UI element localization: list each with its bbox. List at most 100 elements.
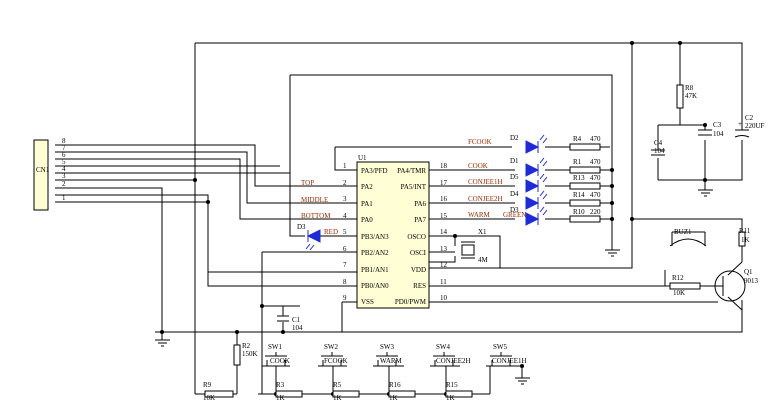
ic-pin-num: 16 — [440, 195, 448, 203]
switch-ref: SW2 — [324, 343, 339, 351]
ic-pin-num: 6 — [343, 245, 347, 253]
ic-pin-name: PA7 — [414, 216, 426, 224]
led-d5: D5 — [510, 173, 548, 193]
resistor-ref: R4 — [573, 135, 582, 143]
ic-pin-num: 18 — [440, 162, 448, 170]
connector-pin-4: 4 — [62, 165, 66, 173]
net-label-top: TOP — [301, 179, 314, 187]
c4-value: 104 — [654, 147, 665, 155]
connector-pin-1: 1 — [62, 194, 66, 202]
ic-pin-num: 13 — [440, 245, 448, 253]
led-array: D2 D1 D5 D4 D3 D3 — [297, 134, 548, 251]
led-ref: D4 — [510, 190, 519, 198]
buzzer-ref: BUZ1 — [674, 228, 692, 236]
resistor-value: 470 — [590, 191, 601, 199]
led-d1: D1 — [510, 157, 548, 177]
led-d4: D4 — [510, 190, 548, 210]
r8-value: 47K — [685, 92, 697, 100]
resistor-value: 470 — [590, 158, 601, 166]
switch-sw4: SW4 CONJEE2H — [433, 343, 471, 366]
c2-value: 220UF — [745, 122, 765, 130]
switch-ref: SW1 — [268, 343, 283, 351]
resistor-value: 470 — [590, 174, 601, 182]
ic-pin-name: PA3/PFD — [361, 167, 388, 175]
ic-pin-name: PB1/AN1 — [361, 266, 389, 274]
power-components: R8 47K C3 104 C4 104 + C2 220UF — [651, 84, 765, 156]
q1-value: 9013 — [744, 277, 759, 285]
connector-pin-2: 2 — [62, 180, 66, 188]
switch-resistor-value: 1K — [446, 394, 455, 402]
ic-pin-num: 14 — [440, 228, 448, 236]
switch-ref: SW4 — [436, 343, 451, 351]
connector-pin-numbers: 8 7 6 5 4 3 2 1 — [62, 137, 66, 202]
ic-ref: U1 — [358, 154, 367, 162]
ic-pin-num: 8 — [343, 278, 347, 286]
connector-pin-3: 3 — [62, 172, 66, 180]
ic-pin-num: 7 — [343, 261, 347, 269]
net-label-conjee2h: CONJEE2H — [468, 195, 503, 203]
net-label-green: GREEN — [503, 211, 526, 219]
r9-ref: R9 — [203, 381, 212, 389]
ic-pin-num: 9 — [343, 294, 347, 302]
led-ref: D3 — [297, 223, 306, 231]
ic-pin-name: PB3/AN3 — [361, 233, 389, 241]
switch-label: COOK — [270, 357, 290, 365]
c1-ref: C1 — [292, 316, 301, 324]
r11-ref: R11 — [739, 227, 751, 235]
resistor-ref: R1 — [573, 158, 582, 166]
ic-pin-name: OSCO — [407, 233, 426, 241]
switch-label: CONJEE2H — [436, 357, 471, 365]
net-label-conjee1h: CONJEE1H — [468, 178, 503, 186]
c2-ref: C2 — [745, 114, 754, 122]
led-ref: D5 — [510, 173, 519, 181]
switch-resistor-value: 1K — [389, 394, 398, 402]
r2-value: 150K — [242, 350, 258, 358]
r12-value: 10K — [673, 289, 685, 297]
cap-c1: C1 104 — [277, 315, 303, 332]
ic-pin-num: 1 — [343, 162, 347, 170]
led-ref: D1 — [510, 157, 519, 165]
switch-resistor-ref: R3 — [276, 381, 285, 389]
switch-resistor-ref: R5 — [333, 381, 342, 389]
led-d3: D3 — [510, 206, 548, 226]
ic-pin-name: PB0/AN0 — [361, 282, 389, 290]
switch-ladder: SW1 COOK SW2 FCOOK SW3 WARM SW4 CONJEE2H… — [265, 343, 527, 402]
q1-ref: Q1 — [744, 268, 753, 276]
r9-value: 10K — [203, 394, 215, 402]
connector-pin-8: 8 — [62, 137, 66, 145]
ic-pin-num: 3 — [343, 195, 347, 203]
resistor-value: 220 — [590, 208, 601, 216]
connector-ref: CN1 — [36, 166, 50, 174]
ic-pin-name: RES — [413, 282, 426, 290]
switch-sw1: SW1 COOK — [265, 343, 290, 366]
net-label-bottom: BOTTOM — [301, 212, 331, 220]
ic-pin-num: 12 — [440, 261, 448, 269]
switch-label: FCOOK — [324, 357, 348, 365]
ic-pin-name: PA4/TMR — [397, 167, 426, 175]
resistor-ref: R14 — [573, 191, 585, 199]
switch-resistor-ref: R15 — [446, 381, 458, 389]
connector-pin-5: 5 — [62, 158, 66, 166]
ic-pin-num: 10 — [440, 294, 448, 302]
resistor-ref: R13 — [573, 174, 585, 182]
ic-pin-num: 15 — [440, 212, 448, 220]
switch-ref: SW3 — [380, 343, 395, 351]
c4-ref: C4 — [654, 139, 663, 147]
connector-cn1: CN1 8 7 6 5 4 3 2 1 — [33, 137, 66, 211]
led-d2: D2 — [510, 134, 548, 154]
ground-symbols — [155, 189, 713, 385]
switch-sw3: SW3 WARM — [376, 343, 403, 366]
switch-sw5: SW5 CONJEE1H — [490, 343, 527, 366]
buzzer-driver: BUZ1 R11 1K R12 10K Q1 9013 — [669, 227, 759, 302]
ic-pin-num: 5 — [343, 228, 347, 236]
ic-pin-num: 2 — [343, 179, 347, 187]
led-red: D3 — [297, 223, 321, 251]
switch-resistor-value: 1K — [276, 394, 285, 402]
led-resistors: R4 470 R1 470 R13 470 R14 470 R10 220 — [569, 135, 601, 223]
switch-resistor-value: 1K — [333, 394, 342, 402]
c2-plus: + — [738, 120, 742, 128]
ic-pin-name: OSCI — [410, 249, 427, 257]
resistor-value: 470 — [590, 135, 601, 143]
ic-pin-name: PA6 — [414, 200, 426, 208]
